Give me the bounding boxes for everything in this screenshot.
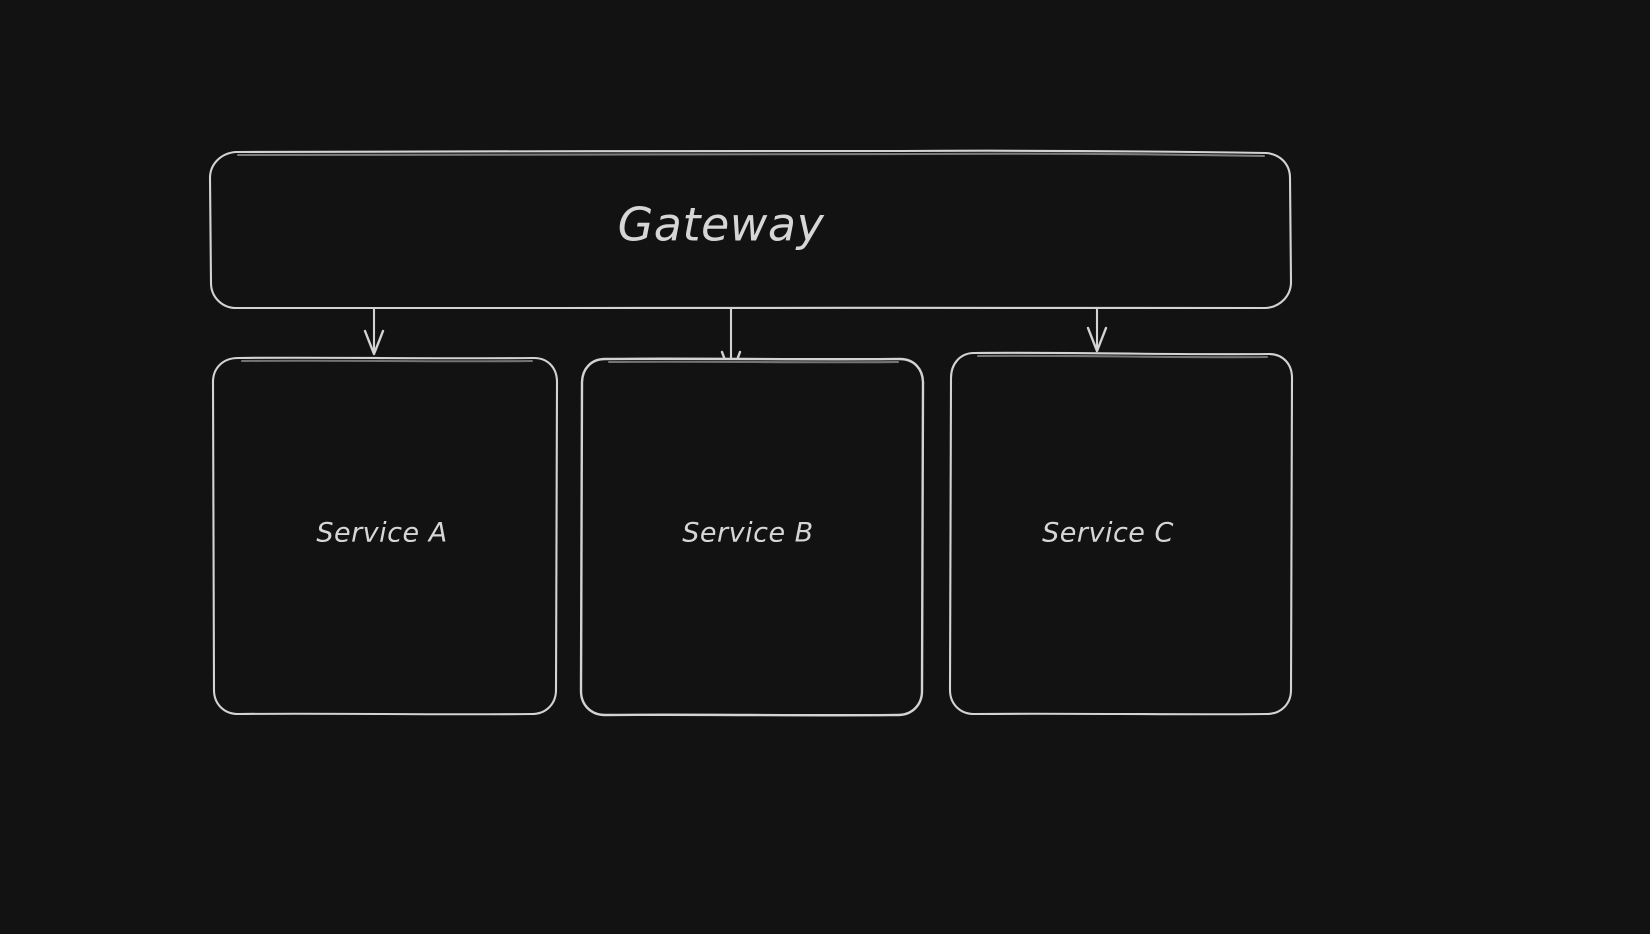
service-b-box-outline [579,357,925,717]
gateway-label: Gateway [618,198,825,252]
edge-c-arrowhead [1086,326,1108,353]
edge-gateway-service-a[interactable] [363,307,385,356]
node-service-a[interactable]: Service A [211,356,559,716]
service-a-box-sketch-pass [240,359,534,363]
edge-a-arrowhead [363,329,385,356]
service-b-box-sketch-pass [607,360,900,364]
edge-gateway-service-c[interactable] [1086,307,1108,353]
service-c-box-outline [948,351,1294,716]
service-a-label: Service A [316,518,447,549]
service-c-label: Service C [1042,518,1174,549]
node-gateway[interactable]: Gateway [208,149,1293,310]
gateway-box-sketch-pass [236,152,1266,158]
node-service-c[interactable]: Service C [948,351,1294,716]
node-service-b[interactable]: Service B [579,357,925,717]
service-a-box-outline [211,356,559,716]
service-c-box-sketch-pass [976,354,1269,359]
service-b-label: Service B [682,518,813,549]
gateway-box-outline [208,149,1293,310]
